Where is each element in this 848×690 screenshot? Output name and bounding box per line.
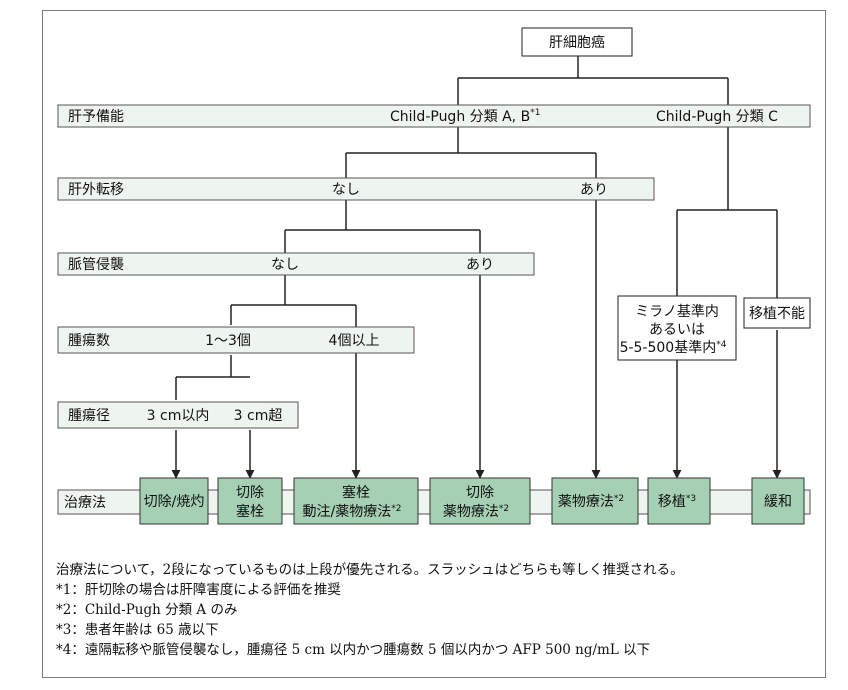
criteria-line-3: 5-5-500基準内*4 bbox=[620, 339, 727, 356]
svg-text:動注/薬物療法*2: 動注/薬物療法*2 bbox=[303, 503, 402, 520]
criteria-line-2: あるいは bbox=[649, 322, 705, 338]
treatment-resection-embolization: 切除 塞栓 bbox=[217, 477, 283, 525]
tumor-size-label: 腫瘍径 bbox=[68, 407, 110, 424]
row-tumor-size: 腫瘍径 3 cm以内 3 cm超 bbox=[57, 401, 299, 429]
treatment-flowchart: 肝細胞癌 肝予備能 Child-Pugh 分類 A, B*1 Child-Pug… bbox=[57, 27, 811, 525]
treatment-resection-drug: 切除 薬物療法*2 bbox=[429, 477, 531, 525]
row-liver-function: 肝予備能 Child-Pugh 分類 A, B*1 Child-Pugh 分類 … bbox=[57, 104, 811, 128]
option-child-pugh-ab: Child-Pugh 分類 A, B*1 bbox=[390, 108, 540, 125]
figure-frame bbox=[42, 10, 826, 678]
footnotes: 治療法について，2段になっているものは上段が優先される。スラッシュはどちらも等し… bbox=[56, 560, 816, 660]
row-vascular: 脈管侵襲 なし あり bbox=[57, 252, 535, 276]
extrahepatic-label: 肝外転移 bbox=[68, 182, 124, 198]
treatment-label: 治療法 bbox=[64, 494, 106, 511]
treatment-embolization-chemo: 塞栓 動注/薬物療法*2 bbox=[293, 477, 419, 525]
svg-text:薬物療法*2: 薬物療法*2 bbox=[558, 493, 624, 510]
svg-text:緩和: 緩和 bbox=[764, 494, 792, 510]
svg-text:薬物療法*2: 薬物療法*2 bbox=[443, 503, 509, 520]
liver-function-label: 肝予備能 bbox=[68, 109, 124, 125]
connector-lines bbox=[175, 56, 778, 400]
tumor-count-few: 1〜3個 bbox=[205, 333, 251, 349]
note-2: *2：Child-Pugh 分類 A のみ bbox=[56, 602, 238, 618]
svg-text:切除: 切除 bbox=[466, 485, 494, 501]
transplant-criteria-node: ミラノ基準内 あるいは 5-5-500基準内*4 bbox=[617, 295, 737, 361]
note-1: *1：肝切除の場合は肝障害度による評価を推奨 bbox=[56, 582, 341, 598]
row-extrahepatic: 肝外転移 なし あり bbox=[57, 177, 655, 201]
note-3: *3：患者年齢は 65 歳以下 bbox=[56, 622, 219, 638]
svg-text:切除/焼灼: 切除/焼灼 bbox=[144, 494, 205, 510]
option-child-pugh-c: Child-Pugh 分類 C bbox=[656, 109, 778, 125]
svg-text:塞栓: 塞栓 bbox=[236, 503, 264, 520]
not-possible-label: 移植不能 bbox=[749, 306, 805, 322]
tumor-size-large: 3 cm超 bbox=[234, 408, 283, 424]
treatment-transplant: 移植*3 bbox=[647, 477, 711, 525]
vascular-label: 脈管侵襲 bbox=[68, 256, 124, 273]
vascular-no: なし bbox=[271, 257, 299, 273]
svg-text:塞栓: 塞栓 bbox=[342, 484, 370, 501]
treatment-palliative: 緩和 bbox=[751, 477, 805, 525]
transplant-not-possible-node: 移植不能 bbox=[743, 297, 811, 329]
note-general: 治療法について，2段になっているものは上段が優先される。スラッシュはどちらも等し… bbox=[56, 562, 684, 578]
tumor-count-label: 腫瘍数 bbox=[68, 332, 110, 349]
svg-text:移植*3: 移植*3 bbox=[658, 494, 696, 510]
tumor-count-many: 4個以上 bbox=[329, 333, 380, 349]
vascular-yes: あり bbox=[466, 257, 494, 273]
extrahepatic-no: なし bbox=[332, 182, 360, 198]
note-4: *4：遠隔転移や脈管侵襲なし，腫瘍径 5 cm 以内かつ腫瘍数 5 個以内かつ … bbox=[56, 642, 651, 658]
row-tumor-count: 腫瘍数 1〜3個 4個以上 bbox=[57, 326, 415, 354]
treatment-drug: 薬物療法*2 bbox=[551, 477, 639, 525]
treatment-resection-ablation: 切除/焼灼 bbox=[139, 477, 209, 525]
root-label: 肝細胞癌 bbox=[549, 35, 605, 51]
root-node: 肝細胞癌 bbox=[521, 27, 633, 57]
criteria-line-1: ミラノ基準内 bbox=[635, 303, 719, 320]
tumor-size-small: 3 cm以内 bbox=[147, 408, 210, 424]
svg-text:切除: 切除 bbox=[236, 485, 264, 501]
extrahepatic-yes: あり bbox=[580, 182, 608, 198]
